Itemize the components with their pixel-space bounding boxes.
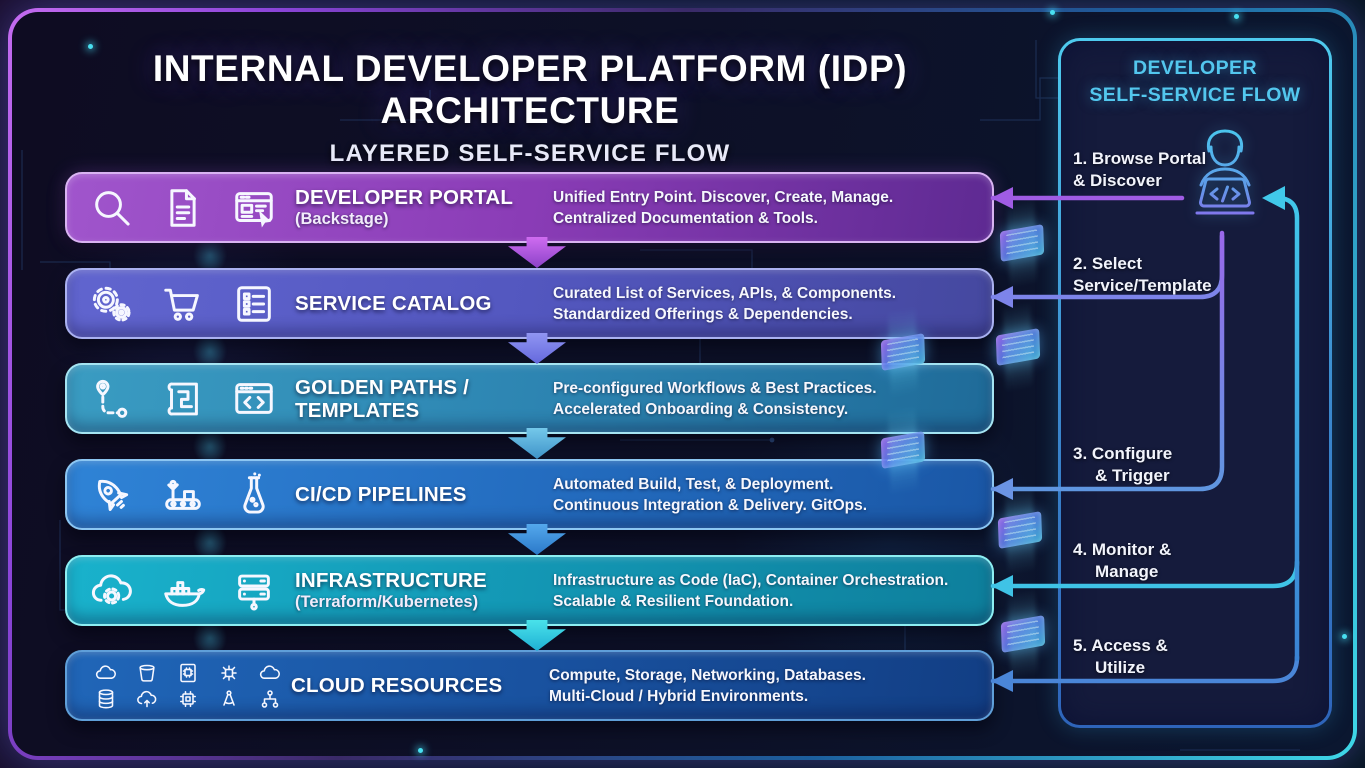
- code-window-icon: [235, 382, 273, 414]
- layer-cloud-resources: CLOUD RESOURCES Compute, Storage, Networ…: [65, 650, 994, 721]
- layer-golden-paths-templates: GOLDEN PATHS / TEMPLATES Pre-configured …: [65, 363, 994, 434]
- layer-title: GOLDEN PATHS / TEMPLATES: [295, 375, 470, 422]
- shopping-cart-icon: [164, 288, 199, 321]
- layer-2-icons: [89, 281, 295, 327]
- layer-description: Automated Build, Test, & Deployment.Cont…: [553, 475, 868, 514]
- database-icon: [98, 688, 113, 708]
- layer-3-title-block: GOLDEN PATHS / TEMPLATES: [295, 376, 553, 422]
- layer-3-icons: [89, 376, 295, 422]
- layer-4-title-block: CI/CD PIPELINES: [295, 483, 553, 506]
- iot-icon: [221, 664, 237, 681]
- glow-dot: [1342, 634, 1347, 639]
- compass-icon: [223, 689, 235, 706]
- layer-description: Compute, Storage, Networking, Databases.…: [549, 666, 866, 705]
- page-title: INTERNAL DEVELOPER PLATFORM (IDP) ARCHIT…: [152, 48, 908, 131]
- page-subtitle: LAYERED SELF-SERVICE FLOW: [329, 140, 731, 167]
- layer-description: Curated List of Services, APIs, & Compon…: [553, 284, 897, 323]
- cloud-gear-icon: [91, 573, 132, 605]
- self-service-flow-panel-inner: DEVELOPER SELF-SERVICE FLOW: [1061, 41, 1329, 725]
- layer-6-title-block: CLOUD RESOURCES: [291, 674, 549, 697]
- route-icon: [96, 379, 128, 418]
- org-tree-icon: [262, 689, 279, 708]
- flow-step-4: 4. Monitor &Manage: [1073, 540, 1172, 581]
- layer-description: Unified Entry Point. Discover, Create, M…: [553, 188, 894, 227]
- layer-6-icons: [85, 661, 291, 711]
- cloud-upload-icon: [136, 690, 157, 707]
- self-service-flow-panel: DEVELOPER SELF-SERVICE FLOW: [1058, 38, 1332, 728]
- document-icon: [170, 188, 196, 227]
- glow-dot: [418, 748, 423, 753]
- layer-4-icons: [89, 471, 295, 518]
- docker-whale-icon: [164, 580, 206, 607]
- layer-subtitle: (Backstage): [295, 209, 389, 228]
- layer-1-icons: [89, 185, 295, 231]
- layer-description: Pre-configured Workflows & Best Practice…: [553, 379, 877, 418]
- glow-dot: [1050, 10, 1055, 15]
- layer-title: INFRASTRUCTURE: [295, 568, 487, 592]
- cloud-icon: [95, 664, 116, 679]
- layer-2-title-block: SERVICE CATALOG: [295, 292, 553, 315]
- glow-dot: [88, 44, 93, 49]
- layer-5-title-block: INFRASTRUCTURE (Terraform/Kubernetes): [295, 569, 553, 613]
- layer-title: CI/CD PIPELINES: [295, 483, 467, 506]
- panel-title: DEVELOPER SELF-SERVICE FLOW: [1089, 57, 1301, 106]
- server-stack-icon: [238, 574, 270, 611]
- header: INTERNAL DEVELOPER PLATFORM (IDP) ARCHIT…: [30, 48, 1030, 168]
- browser-cursor-icon: [235, 191, 273, 228]
- layer-infrastructure: INFRASTRUCTURE (Terraform/Kubernetes) In…: [65, 555, 994, 626]
- blueprint-icon: [167, 382, 198, 415]
- checklist-icon: [237, 285, 271, 322]
- layer-subtitle: (Terraform/Kubernetes): [295, 592, 479, 611]
- layer-5-icons: [89, 568, 295, 614]
- layer-cicd-pipelines: CI/CD PIPELINES Automated Build, Test, &…: [65, 459, 994, 530]
- glow-dot: [1234, 14, 1239, 19]
- cloud-icon: [260, 664, 281, 679]
- flow-step-3: 3. Configure& Trigger: [1073, 444, 1173, 485]
- conveyor-icon: [165, 479, 201, 510]
- layer-service-catalog: SERVICE CATALOG Curated List of Services…: [65, 268, 994, 339]
- test-tube-icon: [243, 471, 265, 514]
- layer-title: DEVELOPER PORTAL: [295, 185, 514, 209]
- developer-icon: [1195, 129, 1255, 215]
- layer-title: SERVICE CATALOG: [295, 292, 492, 315]
- flow-step-5: 5. Access &Utilize: [1073, 636, 1168, 677]
- layer-1-title-block: DEVELOPER PORTAL (Backstage): [295, 186, 553, 230]
- flow-step-1: 1. Browse Portal& Discover: [1073, 149, 1207, 190]
- search-icon: [95, 190, 130, 226]
- layer-description: Infrastructure as Code (IaC), Container …: [553, 571, 949, 610]
- cpu-icon: [180, 690, 196, 707]
- layer-title: CLOUD RESOURCES: [291, 674, 503, 697]
- rocket-icon: [97, 479, 129, 511]
- layer-developer-portal: DEVELOPER PORTAL (Backstage) Unified Ent…: [65, 172, 994, 243]
- gears-icon: [92, 286, 131, 322]
- chip-document-icon: [180, 663, 196, 682]
- bucket-icon: [139, 664, 155, 682]
